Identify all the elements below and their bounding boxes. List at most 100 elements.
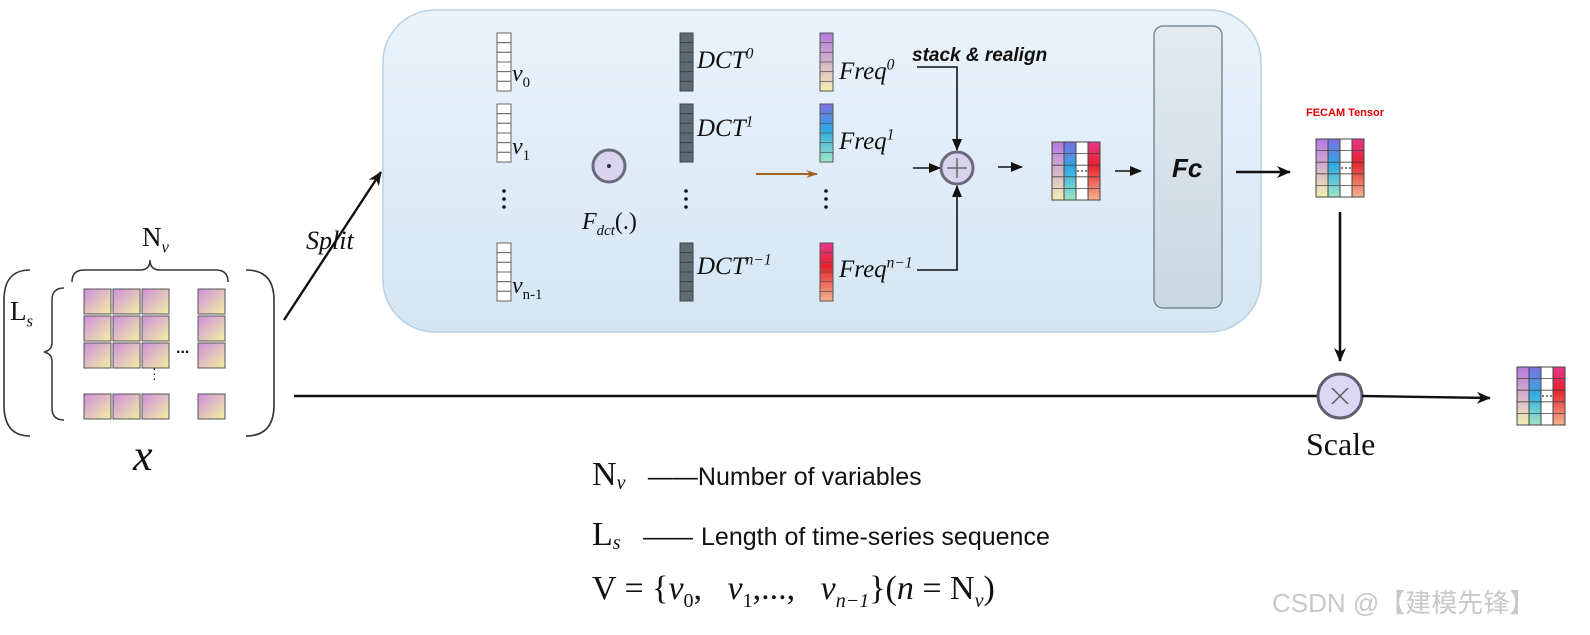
legend-row-ls: Ls ——Length of time-series sequence xyxy=(592,516,1050,554)
output-arrow xyxy=(1361,391,1491,404)
dct-bar-1-cell xyxy=(679,142,694,153)
tensor-column xyxy=(1315,138,1329,198)
vector-label-n-sub: n-1 xyxy=(522,286,543,303)
vector-bar-2-cell xyxy=(496,271,512,283)
dct-label-1-name: DCT xyxy=(697,115,746,142)
tensor-column xyxy=(1351,138,1365,198)
tensor-ellipsis-dot xyxy=(1550,395,1552,397)
vector-bar-1-cell xyxy=(496,142,512,153)
watermark: CSDN @【建模先锋】 xyxy=(1272,588,1536,618)
dct-bar-2-cell xyxy=(679,261,694,273)
input-cell xyxy=(141,393,170,420)
vector-label-1-name: v xyxy=(512,134,523,160)
input-cell xyxy=(112,393,141,420)
dct-label-n: DCTn−1 xyxy=(697,251,772,281)
dct-label-n-name: DCT xyxy=(697,253,746,280)
dct-label-1: DCT1 xyxy=(697,113,754,143)
vector-bar-1-cell xyxy=(496,132,512,144)
formula-end: ) xyxy=(983,570,995,607)
tensor-ellipsis-dot xyxy=(1345,167,1347,169)
tensor-ellipsis-dot xyxy=(1081,170,1083,172)
legend-nv-desc: Number of variables xyxy=(697,463,922,491)
matrix-vert-ellipsis: ··· xyxy=(152,360,157,386)
formula-v1: v xyxy=(727,570,743,607)
stack-top-connector xyxy=(917,66,962,151)
dct-bar-1-cell xyxy=(679,122,694,134)
dct-bar-2-cell xyxy=(679,252,694,263)
tensor-ellipsis-dot xyxy=(1542,395,1544,397)
formula-v0: v xyxy=(668,570,684,607)
input-cell xyxy=(141,315,170,342)
dct-ellipsis xyxy=(684,189,688,209)
vector-bar-0-cell xyxy=(496,51,512,63)
tensor-column xyxy=(1051,141,1065,201)
input-cell xyxy=(83,288,112,315)
freq-label-1-name: Freq xyxy=(839,128,887,155)
dct-label-0-sup: 0 xyxy=(745,45,754,63)
input-cell xyxy=(197,393,226,420)
left-paren xyxy=(3,269,31,437)
vector-bar-1-cell xyxy=(496,151,512,163)
fecam-tensor-label: FECAM Tensor xyxy=(1306,107,1385,119)
dct-label-1-sup: 1 xyxy=(745,113,754,131)
dct-label-0-name: DCT xyxy=(697,47,746,74)
formula-lhs: V = { xyxy=(592,570,669,607)
fdct-name: F xyxy=(582,209,597,235)
freq-label-0-name: Freq xyxy=(839,58,887,85)
dct-label-0: DCT0 xyxy=(697,45,754,75)
nv-subscript: v xyxy=(161,237,169,257)
vector-label-0: v0 xyxy=(512,61,530,90)
input-cell xyxy=(83,315,112,342)
dct-label-n-sup: n−1 xyxy=(745,251,772,269)
freq-label-n: Freqn−1 xyxy=(839,255,913,284)
tensor-ellipsis-dot xyxy=(1077,170,1079,172)
formula-nsub: v xyxy=(974,589,984,612)
input-cell xyxy=(112,342,141,369)
fdct-label: Fdct(.) xyxy=(582,209,637,238)
vector-bar-0-cell xyxy=(496,32,512,44)
legend-nv-sub: v xyxy=(616,472,626,495)
input-cell xyxy=(197,342,226,369)
stacked-matrix xyxy=(1051,141,1101,201)
dct-bar-2-cell xyxy=(679,271,694,283)
tensor-column xyxy=(1087,141,1101,201)
dct-bar-1-cell xyxy=(679,103,694,115)
freq-bars xyxy=(819,32,834,302)
input-cell xyxy=(83,342,112,369)
nv-label: Nv xyxy=(142,222,169,257)
vector-bar-2-cell xyxy=(496,252,512,263)
dct-bar-0-cell xyxy=(679,80,694,92)
dct-bar-1-cell xyxy=(679,151,694,163)
legend-ls-sub: s xyxy=(612,532,621,555)
dct-bar-1-cell xyxy=(679,113,694,124)
formula-v1-sub: 1 xyxy=(742,589,753,612)
tensor-ellipsis-dot xyxy=(1341,167,1343,169)
dct-bar-2 xyxy=(679,242,694,302)
input-cell xyxy=(197,288,226,315)
freq-label-n-name: Freq xyxy=(839,256,887,283)
formula-close: }( xyxy=(869,570,897,607)
input-cell xyxy=(197,315,226,342)
left-brace xyxy=(43,287,65,421)
split-label: Split xyxy=(306,226,354,255)
legend-row-nv: Nv ——Number of variables xyxy=(592,456,922,494)
vector-label-n-name: v xyxy=(512,273,523,299)
formula-vn-sub: n−1 xyxy=(835,589,870,612)
stack-realign-label: stack & realign xyxy=(912,45,1048,66)
vector-bars xyxy=(496,32,512,302)
input-x-label: x xyxy=(133,431,153,480)
legend-ls-desc: Length of time-series sequence xyxy=(701,523,1050,551)
formula-n: n xyxy=(896,570,914,607)
vector-label-n: vn-1 xyxy=(512,273,543,303)
vector-bar-2-cell xyxy=(496,261,512,273)
vector-bar-2-cell xyxy=(496,281,512,292)
vector-ellipsis xyxy=(502,189,506,209)
formula-eq: = N xyxy=(913,570,975,607)
dct-bar-0 xyxy=(679,32,694,92)
right-paren xyxy=(245,269,275,437)
top-brace xyxy=(71,259,229,283)
vector-bar-0-cell xyxy=(496,61,512,73)
vector-bar-2 xyxy=(496,242,512,302)
split-arrow xyxy=(282,171,383,321)
tensor-ellipsis-dot xyxy=(1085,170,1087,172)
